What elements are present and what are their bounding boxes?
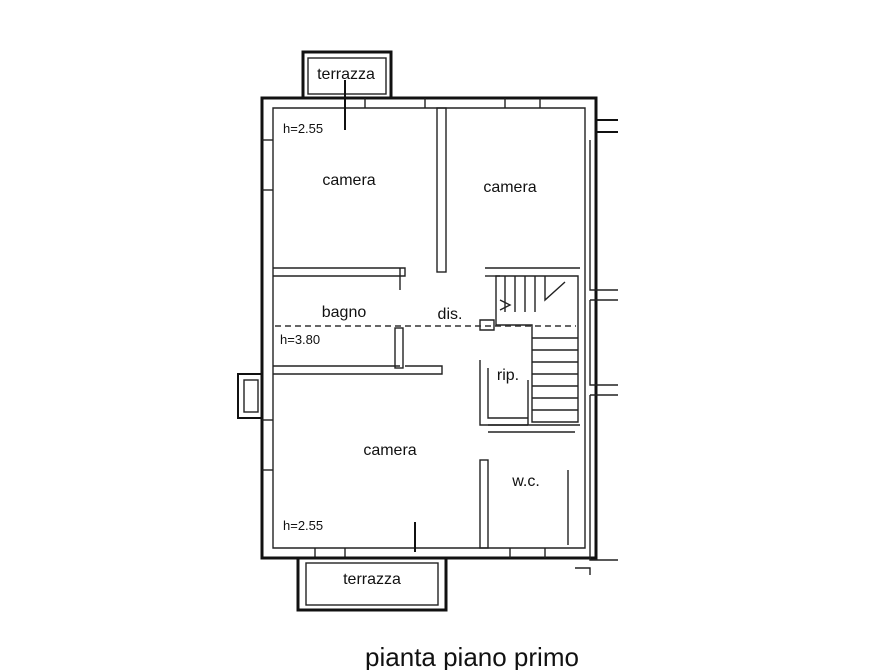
terrace-bottom [296,556,448,612]
window-marks [262,98,546,558]
label-camera-bottom: camera [363,442,416,459]
left-bay [237,373,263,419]
label-camera-top-left: camera [322,172,375,189]
neighbor-outline [575,119,618,575]
label-dis: dis. [438,306,463,323]
label-wc: w.c. [511,473,540,490]
label-height-top-left: h=2.55 [283,121,323,136]
interior-walls [273,107,580,549]
plan-caption: pianta piano primo [365,642,579,670]
outer-walls [260,96,598,560]
door-stubs [344,80,416,552]
label-rip: rip. [497,367,519,384]
label-bagno: bagno [322,304,367,321]
staircase [495,275,579,423]
label-terrazza-top: terrazza [317,66,375,83]
label-height-middle: h=3.80 [280,332,320,347]
label-height-bottom-left: h=2.55 [283,518,323,533]
label-camera-top-right: camera [483,179,536,196]
label-terrazza-bottom: terrazza [343,571,401,588]
